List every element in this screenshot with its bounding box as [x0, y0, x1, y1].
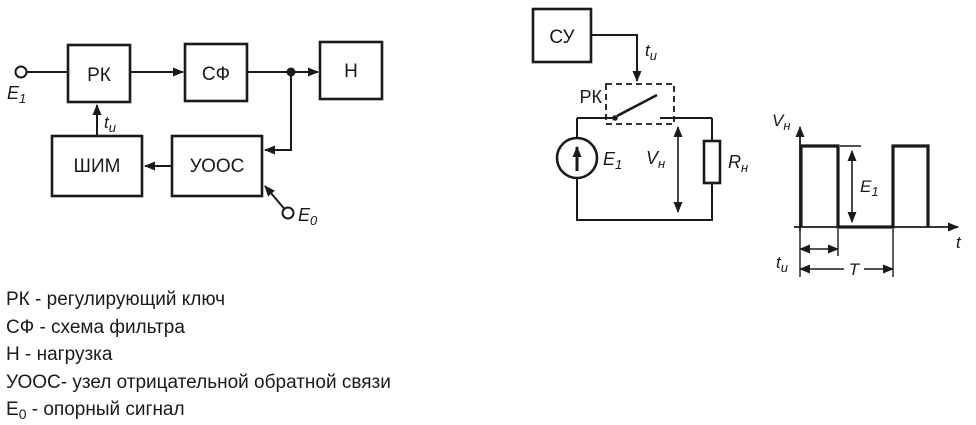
ti-control-label: tи — [104, 113, 116, 135]
legend-line-uoos: УООС- узел отрицательной обратной связи — [6, 372, 391, 393]
e1-source-label: E1 — [603, 149, 622, 172]
su-block-label: СУ — [549, 27, 575, 48]
ti-pulse-label: tи — [645, 41, 657, 63]
e0-input-label: E0 — [298, 205, 318, 228]
shim-block-label: ШИМ — [74, 156, 121, 177]
x-axis-label: t — [956, 233, 962, 252]
pwm-regulator-block-diagram: E1 РК СФ Н ШИМ УООС tи E0 — [7, 40, 384, 228]
rk-block — [66, 43, 132, 104]
legend-line-rk: РК - регулирующий ключ — [6, 289, 225, 310]
e0-input-terminal — [281, 206, 295, 220]
rk-switch-label: РК — [580, 87, 603, 107]
switching-circuit: СУ tи РК E1 Rн Vн — [531, 7, 748, 221]
sf-block-label: СФ — [202, 64, 230, 85]
legend-line-sf: СФ - схема фильтра — [6, 317, 185, 338]
e0-to-uoos-arrow — [264, 185, 286, 210]
ti-dimension-label: tи — [776, 253, 788, 275]
uoos-block-label: УООС — [190, 156, 245, 177]
rn-load-resistor — [702, 139, 722, 185]
su-block — [531, 7, 593, 64]
vn-circuit-label: Vн — [646, 148, 665, 171]
switch-blade — [616, 93, 658, 118]
n-block-label: Н — [344, 61, 358, 82]
rk-block-label: РК — [87, 65, 111, 86]
rn-load-label: Rн — [728, 152, 748, 175]
e1-input-label: E1 — [7, 83, 26, 106]
y-axis-label: Vн — [772, 111, 791, 133]
rk-switch-dashed-box — [605, 83, 675, 125]
legend-line-n: Н - нагрузка — [6, 344, 113, 365]
legend-line-e0: E0 - опорный сигнал — [6, 399, 185, 422]
switch-contact-dot — [612, 115, 618, 121]
junction-to-uoos-arrow — [264, 72, 292, 155]
su-to-switch-arrow — [591, 34, 642, 82]
uoos-block — [170, 134, 264, 198]
e1-amplitude-label: E1 — [860, 177, 879, 199]
n-block — [318, 40, 384, 101]
pulse-waveform — [799, 144, 930, 229]
output-waveform-plot: Vн t E1 tи T — [772, 111, 962, 279]
t-period-label: T — [849, 260, 861, 279]
legend: РК - регулирующий ключ СФ - схема фильтр… — [6, 289, 391, 422]
e1-input-terminal — [14, 65, 28, 79]
